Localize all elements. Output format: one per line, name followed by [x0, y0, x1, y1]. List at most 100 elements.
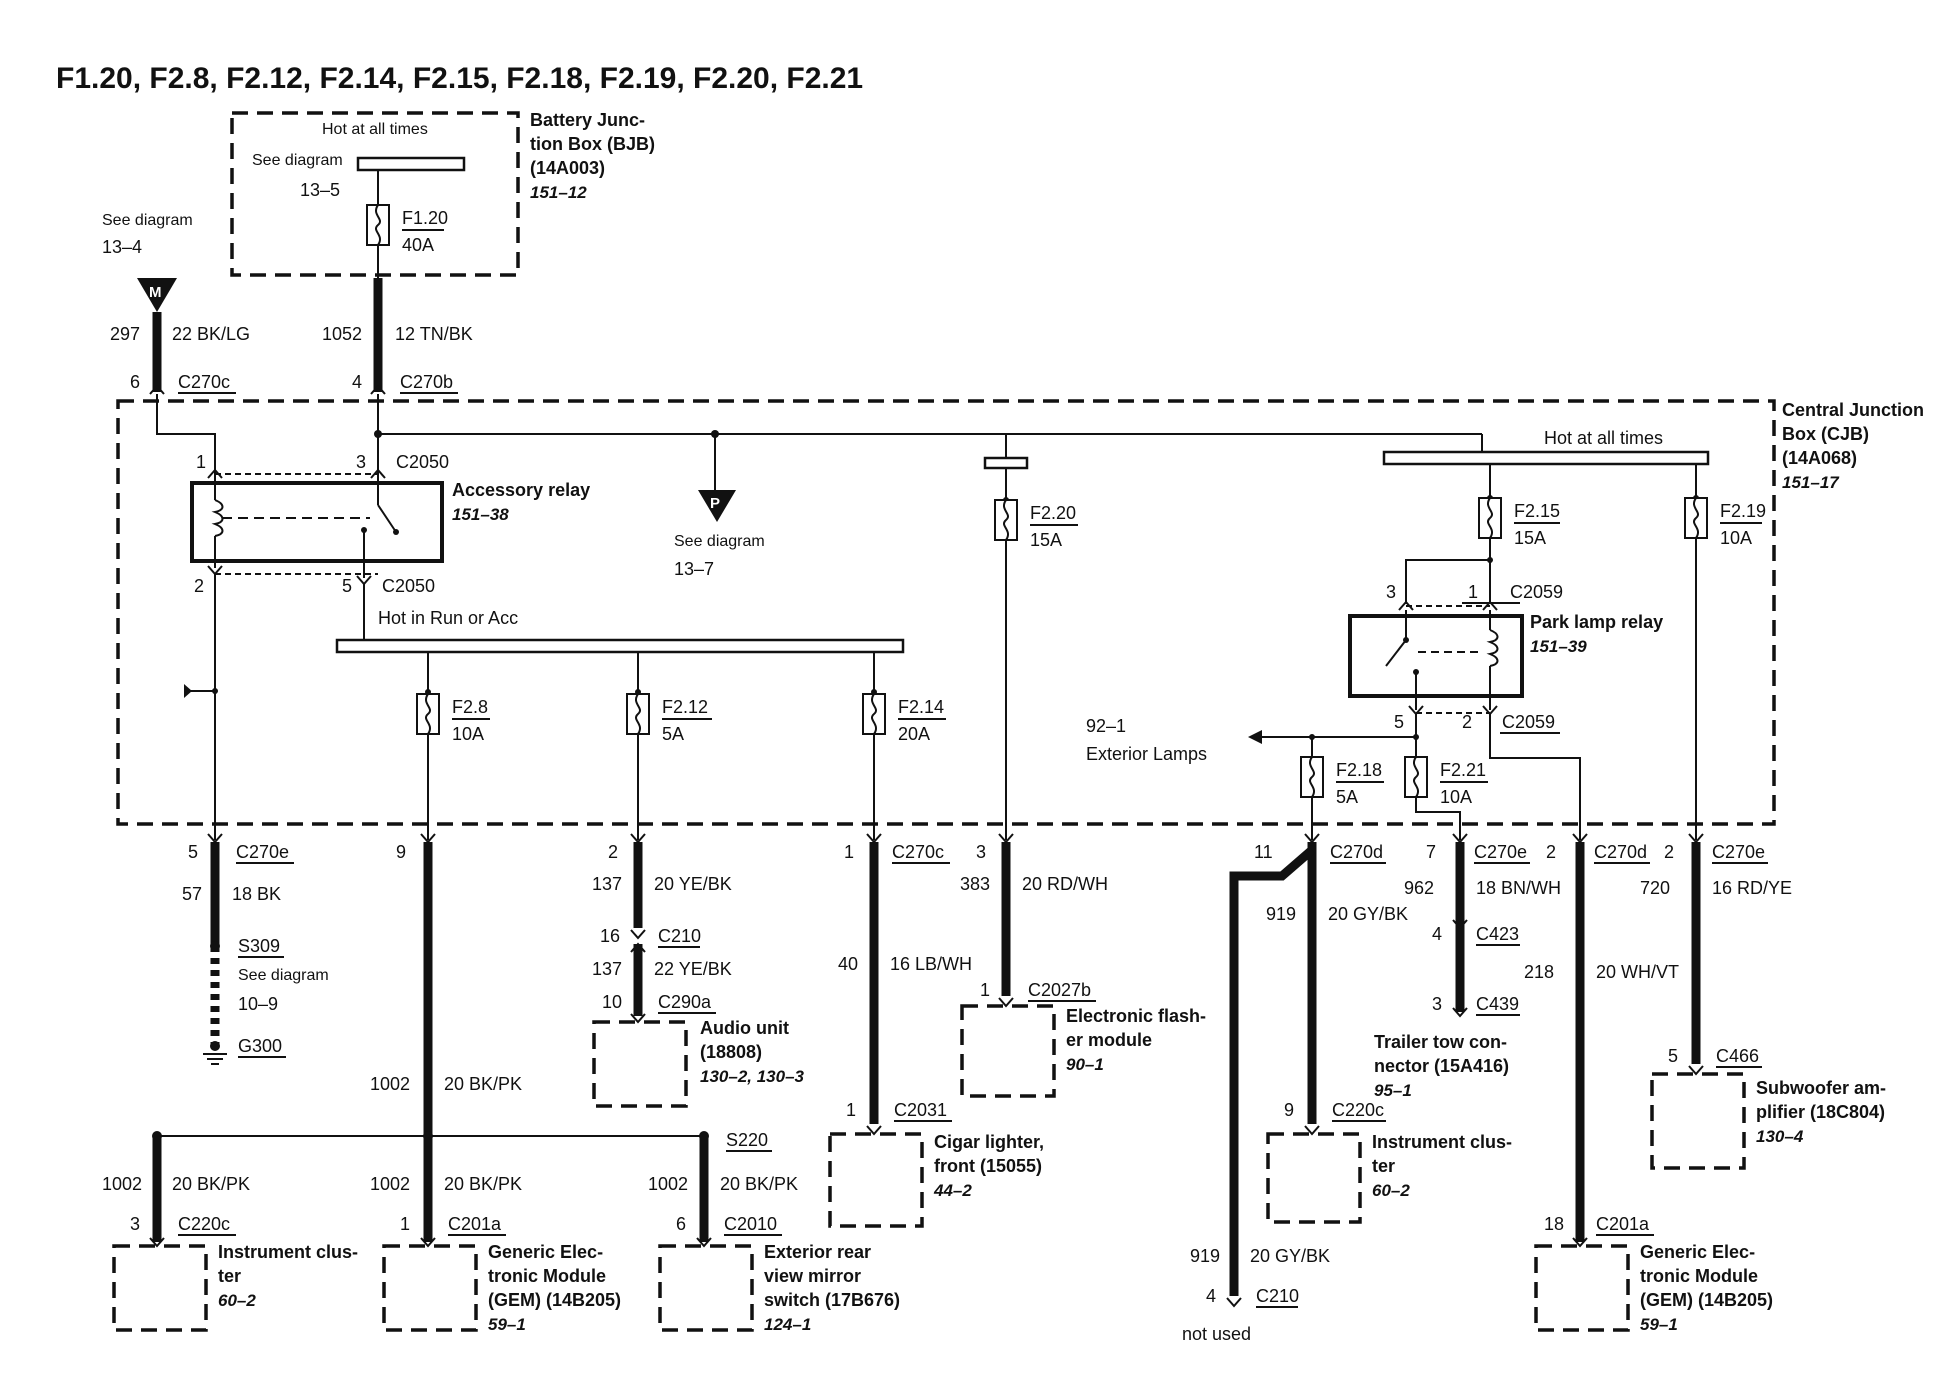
bjb-name-line1: Battery Junc-	[530, 110, 645, 130]
bjb-see-diagram: See diagram	[252, 152, 343, 169]
p-symbol-letter: P	[710, 495, 720, 512]
park2-name-line2: tronic Module	[1640, 1266, 1758, 1286]
fuse-f2-19-rating: 10A	[1720, 528, 1752, 548]
f219-wire: 16 RD/YE	[1712, 878, 1792, 898]
bjb-name-line2: tion Box (BJB)	[530, 134, 655, 154]
m-symbol-letter: M	[149, 284, 162, 301]
f214-name-line2: front (15055)	[934, 1156, 1042, 1176]
fuse-f2-18-rating: 5A	[1336, 787, 1358, 807]
p-see-diagram: See diagram	[674, 533, 765, 550]
f28-right-pin: 6	[676, 1214, 686, 1234]
fuse-f2-14	[862, 693, 886, 735]
run-acc-busbar	[335, 638, 905, 654]
f28-mid-module	[382, 1244, 478, 1332]
f28-left-module	[112, 1244, 208, 1332]
audio-unit-module	[592, 1020, 688, 1108]
f212-wire2: 22 YE/BK	[654, 959, 732, 979]
f28-mid-connector: C201a	[448, 1214, 502, 1234]
acc-relay-ref: 151–38	[452, 505, 509, 524]
p-symbol	[698, 490, 736, 522]
page-title: F1.20, F2.8, F2.12, F2.14, F2.15, F2.18,…	[56, 62, 863, 95]
f212-name-line1: Audio unit	[700, 1018, 789, 1038]
f28-circuit: 1002	[370, 1074, 410, 1094]
f219-pin2: 5	[1668, 1046, 1678, 1066]
b-circuit: 1052	[322, 324, 362, 344]
fuse-f2-12	[626, 693, 650, 735]
flasher-module	[960, 1004, 1056, 1098]
f220-name-line1: Electronic flash-	[1066, 1006, 1206, 1026]
f28-left-pin: 3	[130, 1214, 140, 1234]
f220-connector2: C2027b	[1028, 980, 1091, 1000]
f28-mid-ref: 59–1	[488, 1315, 526, 1334]
f221-connector: C270e	[1474, 842, 1527, 862]
f220-wire: 20 RD/WH	[1022, 874, 1108, 894]
f214-connector: C270c	[892, 842, 944, 862]
fuse-f2-19-name: F2.19	[1720, 501, 1766, 521]
m-pin: 6	[130, 372, 140, 392]
gnd-see-diagram: See diagram	[238, 967, 329, 984]
f2-20-busbar	[983, 456, 1029, 470]
f28-left-name-line2: ter	[218, 1266, 241, 1286]
f220-ref: 90–1	[1066, 1055, 1104, 1074]
f221-circuit: 962	[1404, 878, 1434, 898]
f218-circuit: 919	[1266, 904, 1296, 924]
fuse-f2-15-name: F2.15	[1514, 501, 1560, 521]
f212-connector3: C290a	[658, 992, 712, 1012]
f212-circuit2: 137	[592, 959, 622, 979]
cjb-name-line1: Central Junction	[1782, 400, 1924, 420]
f219-connector2: C466	[1716, 1046, 1759, 1066]
park2-wire: 20 WH/VT	[1596, 962, 1679, 982]
f214-circuit: 40	[838, 954, 858, 974]
f212-wire1: 20 YE/BK	[654, 874, 732, 894]
f212-pin3: 10	[602, 992, 622, 1012]
gnd-splice: S309	[238, 936, 280, 956]
f28-left-name-line1: Instrument clus-	[218, 1242, 358, 1262]
f220-pin2: 1	[980, 980, 990, 1000]
f28-mid-circuit: 1002	[370, 1174, 410, 1194]
f219-circuit: 720	[1640, 878, 1670, 898]
acc-relay-connector-top: C2050	[396, 452, 449, 472]
f218-pin2: 9	[1284, 1100, 1294, 1120]
park2-gem-module	[1534, 1244, 1630, 1332]
park2-pin: 2	[1546, 842, 1556, 862]
b-connector: C270b	[400, 372, 453, 392]
acc-relay-pin1: 1	[196, 452, 206, 472]
acc-relay-pin3: 3	[356, 452, 366, 472]
f218-not-used: not used	[1182, 1324, 1251, 1344]
park2-pin2: 18	[1544, 1214, 1564, 1234]
subwoofer-module	[1650, 1072, 1746, 1170]
f28-right-name-line3: switch (17B676)	[764, 1290, 900, 1310]
park-relay-pin5: 5	[1394, 712, 1404, 732]
acc-relay-pin5: 5	[342, 576, 352, 596]
m-symbol	[137, 278, 177, 312]
fuse-f2-20-name: F2.20	[1030, 503, 1076, 523]
f221-connector2: C423	[1476, 924, 1519, 944]
f212-ref: 130–2, 130–3	[700, 1067, 805, 1086]
fuse-f2-21	[1404, 756, 1428, 798]
f220-circuit: 383	[960, 874, 990, 894]
f214-pin: 1	[844, 842, 854, 862]
bjb-part: (14A003)	[530, 158, 605, 178]
gnd-see-ref: 10–9	[238, 994, 278, 1014]
f220-name-line2: er module	[1066, 1030, 1152, 1050]
bjb-ref: 151–12	[530, 183, 587, 202]
m-wire: 22 BK/LG	[172, 324, 250, 344]
acc-relay-connector-bottom: C2050	[382, 576, 435, 596]
f28-right-connector: C2010	[724, 1214, 777, 1234]
f212-circuit1: 137	[592, 874, 622, 894]
f28-right-name-line1: Exterior rear	[764, 1242, 871, 1262]
f28-left-ref: 60–2	[218, 1291, 256, 1310]
f28-right-wire: 20 BK/PK	[720, 1174, 798, 1194]
f28-right-name-line2: view mirror	[764, 1266, 861, 1286]
f28-splice: S220	[726, 1130, 768, 1150]
fuse-f2-8-name: F2.8	[452, 697, 488, 717]
f28-left-circuit: 1002	[102, 1174, 142, 1194]
f218-connector2: C220c	[1332, 1100, 1384, 1120]
f219-ref: 130–4	[1756, 1127, 1804, 1146]
f218-pin: 11	[1254, 842, 1273, 862]
f218-ref: 60–2	[1372, 1181, 1410, 1200]
park-relay-pin1: 1	[1468, 582, 1478, 602]
f219-pin: 2	[1664, 842, 1674, 862]
fuse-f2-14-rating: 20A	[898, 724, 930, 744]
